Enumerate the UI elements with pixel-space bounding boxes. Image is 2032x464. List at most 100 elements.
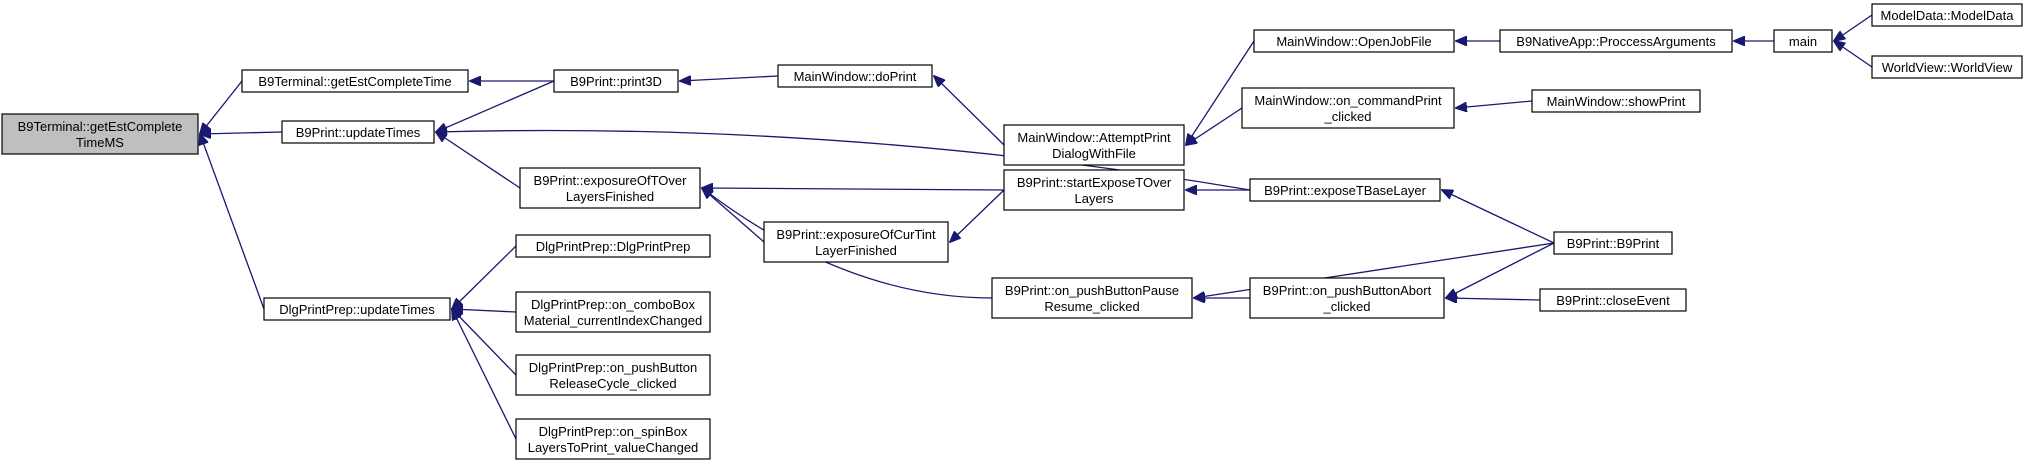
- node-label: DlgPrintPrep::updateTimes: [279, 302, 435, 317]
- node-box: [1553, 231, 1673, 255]
- node-label: MainWindow::AttemptPrint: [1017, 130, 1171, 145]
- node-label: MainWindow::on_commandPrint: [1254, 93, 1442, 108]
- node-box: [1003, 169, 1185, 211]
- edge-b9print-print3d-to-b9print-updatetimes: [436, 80, 555, 132]
- edge-dlg-spin-to-dlg-updatetimes: [452, 309, 517, 440]
- edge-b9print-startexpose-to-b9print-exposureofcurtint: [950, 189, 1005, 242]
- node-box: [991, 277, 1193, 319]
- node-label: LayersToPrint_valueChanged: [528, 440, 699, 455]
- node-main[interactable]: main: [1773, 29, 1833, 53]
- edge-b9print-startexpose-to-b9print-exposureoftover: [702, 188, 1005, 190]
- node-label: TimeMS: [76, 135, 124, 150]
- node-box: [1871, 55, 2023, 79]
- node-label: ReleaseCycle_clicked: [549, 376, 676, 391]
- node-label: B9Print::startExposeTOver: [1017, 175, 1172, 190]
- node-b9print-exposetbase[interactable]: B9Print::exposeTBaseLayer: [1249, 178, 1441, 202]
- node-label: B9NativeApp::ProccessArguments: [1516, 34, 1716, 49]
- node-label: B9Terminal::getEstComplete: [18, 119, 183, 134]
- node-label: LayersFinished: [566, 189, 654, 204]
- node-box: [1539, 288, 1687, 312]
- node-label: ModelData::ModelData: [1881, 8, 2015, 23]
- node-dlg-ctor[interactable]: DlgPrintPrep::DlgPrintPrep: [515, 234, 711, 258]
- node-box: [553, 69, 679, 93]
- node-b9print-pause[interactable]: B9Print::on_pushButtonPauseResume_clicke…: [991, 277, 1193, 319]
- node-label: MainWindow::OpenJobFile: [1276, 34, 1431, 49]
- edge-worldview-to-main: [1834, 41, 1873, 68]
- node-box: [515, 418, 711, 460]
- node-b9print-abort[interactable]: B9Print::on_pushButtonAbort_clicked: [1249, 277, 1445, 319]
- edge-dlg-release-to-dlg-updatetimes: [452, 309, 517, 376]
- node-box: [777, 64, 933, 88]
- node-modeldata[interactable]: ModelData::ModelData: [1871, 3, 2023, 27]
- node-box: [1773, 29, 1833, 53]
- node-box: [1871, 3, 2023, 27]
- node-worldview[interactable]: WorldView::WorldView: [1871, 55, 2023, 79]
- node-label: MainWindow::showPrint: [1547, 94, 1686, 109]
- node-box: [241, 69, 469, 93]
- edge-mw-openjob-to-mw-attemptprint: [1186, 40, 1255, 145]
- node-label: _clicked: [1324, 109, 1372, 124]
- node-label: MainWindow::doPrint: [794, 69, 917, 84]
- node-box: [281, 120, 435, 144]
- edge-b9print-close-to-b9print-abort: [1446, 298, 1541, 300]
- edge-b9print-pause-to-b9print-exposureoftover: [702, 188, 993, 299]
- edge-mw-attemptprint-to-mw-doprint: [934, 76, 1005, 146]
- node-box: [1241, 87, 1455, 129]
- edge-mw-doprint-to-b9print-print3d: [680, 75, 779, 81]
- node-label: DialogWithFile: [1052, 146, 1136, 161]
- node-mw-doprint[interactable]: MainWindow::doPrint: [777, 64, 933, 88]
- edge-mw-showprint-to-mw-cmdprint: [1456, 100, 1533, 108]
- node-b9print-close[interactable]: B9Print::closeEvent: [1539, 288, 1687, 312]
- node-box: [1249, 277, 1445, 319]
- node-box: [1003, 124, 1185, 166]
- node-box: [519, 167, 701, 209]
- node-label: Material_currentIndexChanged: [524, 313, 703, 328]
- edge-b9print-ctor-to-b9print-abort: [1446, 242, 1555, 298]
- node-label: B9Print::on_pushButtonAbort: [1263, 283, 1432, 298]
- node-dlg-combo[interactable]: DlgPrintPrep::on_comboBoxMaterial_curren…: [515, 291, 711, 333]
- edge-b9print-updatetimes-to-root: [200, 132, 283, 134]
- node-label: Resume_clicked: [1044, 299, 1139, 314]
- node-box: [515, 291, 711, 333]
- node-label: B9Print::exposureOfCurTint: [776, 227, 936, 242]
- node-b9print-ctor[interactable]: B9Print::B9Print: [1553, 231, 1673, 255]
- node-mw-cmdprint[interactable]: MainWindow::on_commandPrint_clicked: [1241, 87, 1455, 129]
- node-box: [1531, 89, 1701, 113]
- edge-dlg-combo-to-dlg-updatetimes: [452, 309, 517, 312]
- node-b9native-proc[interactable]: B9NativeApp::ProccessArguments: [1499, 29, 1733, 53]
- node-b9print-updatetimes[interactable]: B9Print::updateTimes: [281, 120, 435, 144]
- edge-b9print-ctor-to-b9print-exposetbase: [1442, 190, 1555, 244]
- node-label: DlgPrintPrep::on_spinBox: [539, 424, 688, 439]
- node-box: [1249, 178, 1441, 202]
- node-label: B9Terminal::getEstCompleteTime: [258, 74, 451, 89]
- node-label: DlgPrintPrep::on_pushButton: [529, 360, 697, 375]
- node-mw-showprint[interactable]: MainWindow::showPrint: [1531, 89, 1701, 113]
- node-box: [1499, 29, 1733, 53]
- node-label: DlgPrintPrep::on_comboBox: [531, 297, 696, 312]
- edge-modeldata-to-main: [1834, 14, 1873, 41]
- edge-b9print-exposureoftover-to-b9print-updatetimes: [436, 132, 521, 189]
- node-b9term-getestcompletetime[interactable]: B9Terminal::getEstCompleteTime: [241, 69, 469, 93]
- node-dlg-updatetimes[interactable]: DlgPrintPrep::updateTimes: [263, 297, 451, 321]
- node-label: main: [1789, 34, 1817, 49]
- node-label: WorldView::WorldView: [1882, 60, 2013, 75]
- node-b9print-print3d[interactable]: B9Print::print3D: [553, 69, 679, 93]
- node-label: B9Print::print3D: [570, 74, 662, 89]
- node-label: B9Print::exposureOfTOver: [534, 173, 688, 188]
- node-box: [515, 354, 711, 396]
- node-label: DlgPrintPrep::DlgPrintPrep: [536, 239, 691, 254]
- node-mw-openjob[interactable]: MainWindow::OpenJobFile: [1253, 29, 1455, 53]
- edges-layer: [200, 14, 1873, 440]
- node-box: [263, 297, 451, 321]
- edge-b9term-getestcompletetime-to-root: [200, 80, 243, 134]
- node-dlg-spin[interactable]: DlgPrintPrep::on_spinBoxLayersToPrint_va…: [515, 418, 711, 460]
- node-label: B9Print::exposeTBaseLayer: [1264, 183, 1427, 198]
- node-dlg-release[interactable]: DlgPrintPrep::on_pushButtonReleaseCycle_…: [515, 354, 711, 396]
- edge-b9print-exposureofcurtint-to-b9print-exposureoftover: [702, 188, 765, 243]
